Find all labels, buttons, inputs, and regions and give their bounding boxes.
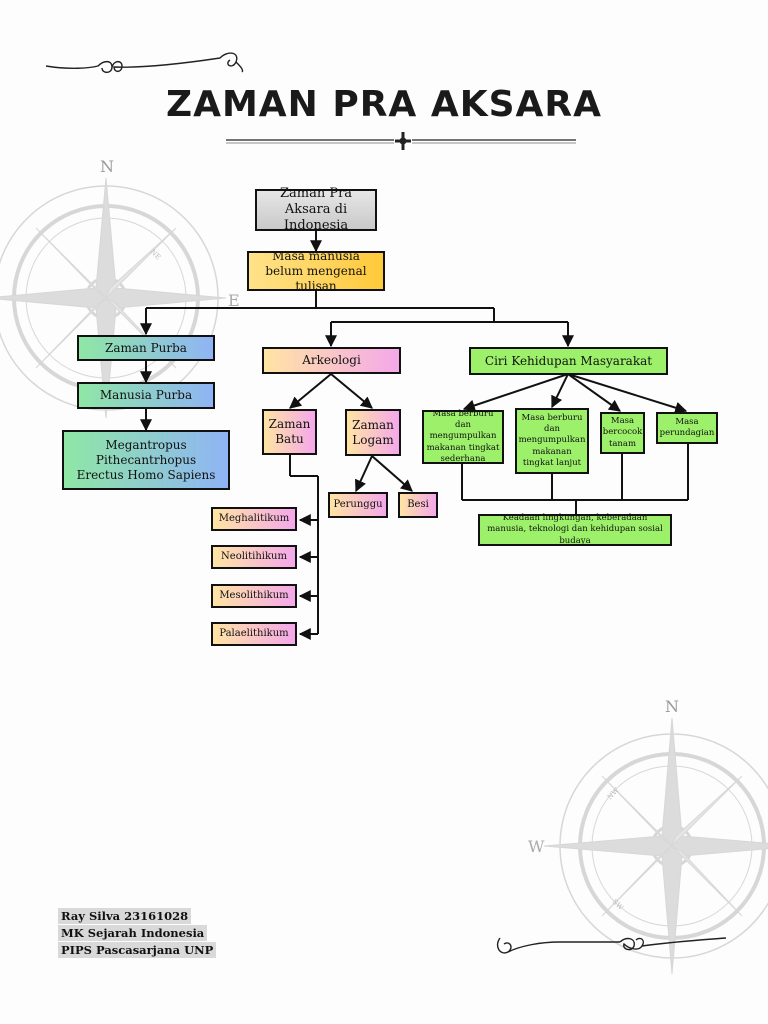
node-ciri-2: Masa berburu dan mengumpulkan makanan ti…	[515, 408, 589, 474]
compass-bottom-right-icon	[543, 717, 768, 975]
node-root: Zaman Pra Aksara di Indonesia	[255, 186, 377, 233]
node-manusia-purba: Manusia Purba	[77, 382, 215, 409]
page-title: ZAMAN PRA AKSARA	[166, 84, 602, 125]
node-palaelithikum: Palaelithikum	[211, 622, 297, 646]
node-neolitihikum: Neolitihikum	[211, 545, 297, 569]
node-besi: Besi	[398, 492, 438, 518]
node-ciri-3: Masa bercocok tanam	[600, 412, 645, 454]
node-zaman-batu: Zaman Batu	[262, 409, 317, 455]
node-keadaan: Keadaan lingkungan, keberadaan manusia, …	[478, 513, 672, 546]
node-meghalitikum: Meghalitikum	[211, 507, 297, 531]
compass-w-label: W	[528, 837, 545, 856]
node-masa: Masa manusia belum mengenal tulisan	[247, 249, 385, 293]
bottom-flourish-icon	[496, 937, 727, 954]
node-ciri-1: Masa berburu dan mengumpulkan makanan ti…	[422, 409, 504, 464]
program-name: PIPS Pascasarjana UNP	[58, 942, 217, 958]
node-ciri-4: Masa perundagian	[656, 412, 718, 444]
node-perunggu: Perunggu	[328, 492, 388, 518]
node-mesolithikum: Mesolithikum	[211, 584, 297, 608]
compass-n2-label: N	[665, 697, 679, 716]
course-name: MK Sejarah Indonesia	[58, 925, 208, 941]
node-zaman-logam: Zaman Logam	[345, 409, 401, 456]
node-arkeologi: Arkeologi	[262, 347, 401, 374]
node-zaman-purba: Zaman Purba	[77, 335, 215, 361]
author-info: Ray Silva 23161028 MK Sejarah Indonesia …	[58, 908, 217, 959]
author-name: Ray Silva 23161028	[58, 908, 192, 924]
compass-n-label: N	[100, 157, 114, 176]
top-flourish-icon	[45, 52, 244, 74]
node-ciri: Ciri Kehidupan Masyarakat	[469, 347, 668, 375]
node-species: Megantropus Pithecantrhopus Erectus Homo…	[62, 430, 230, 490]
title-divider-icon	[226, 132, 576, 150]
compass-e-label: E	[228, 291, 240, 310]
